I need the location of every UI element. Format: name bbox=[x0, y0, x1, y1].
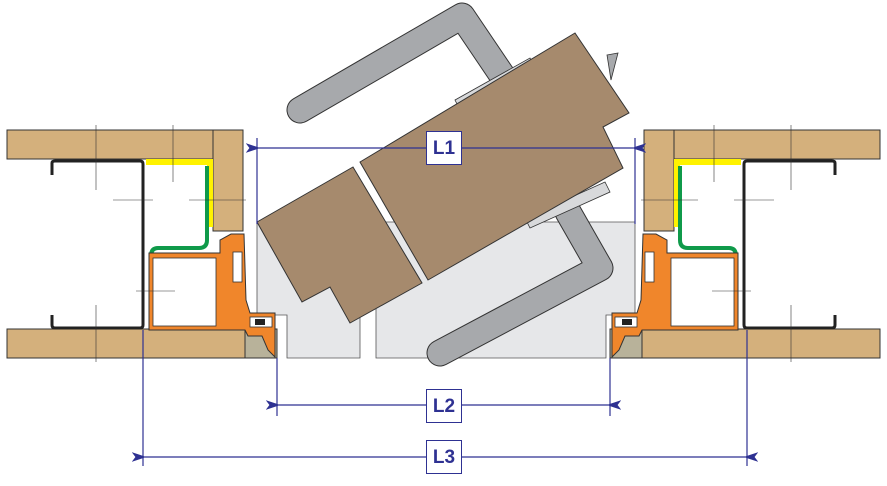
door-handle-bottom bbox=[426, 181, 614, 367]
left-frame-section bbox=[7, 125, 277, 362]
right-frame-section bbox=[610, 125, 880, 362]
dimension-label-l1: L1 bbox=[426, 131, 462, 165]
door-leaf bbox=[256, 32, 630, 324]
dimension-label-l2: L2 bbox=[426, 389, 462, 423]
dimension-label-l3: L3 bbox=[426, 440, 462, 474]
latch-bolt bbox=[606, 52, 619, 81]
